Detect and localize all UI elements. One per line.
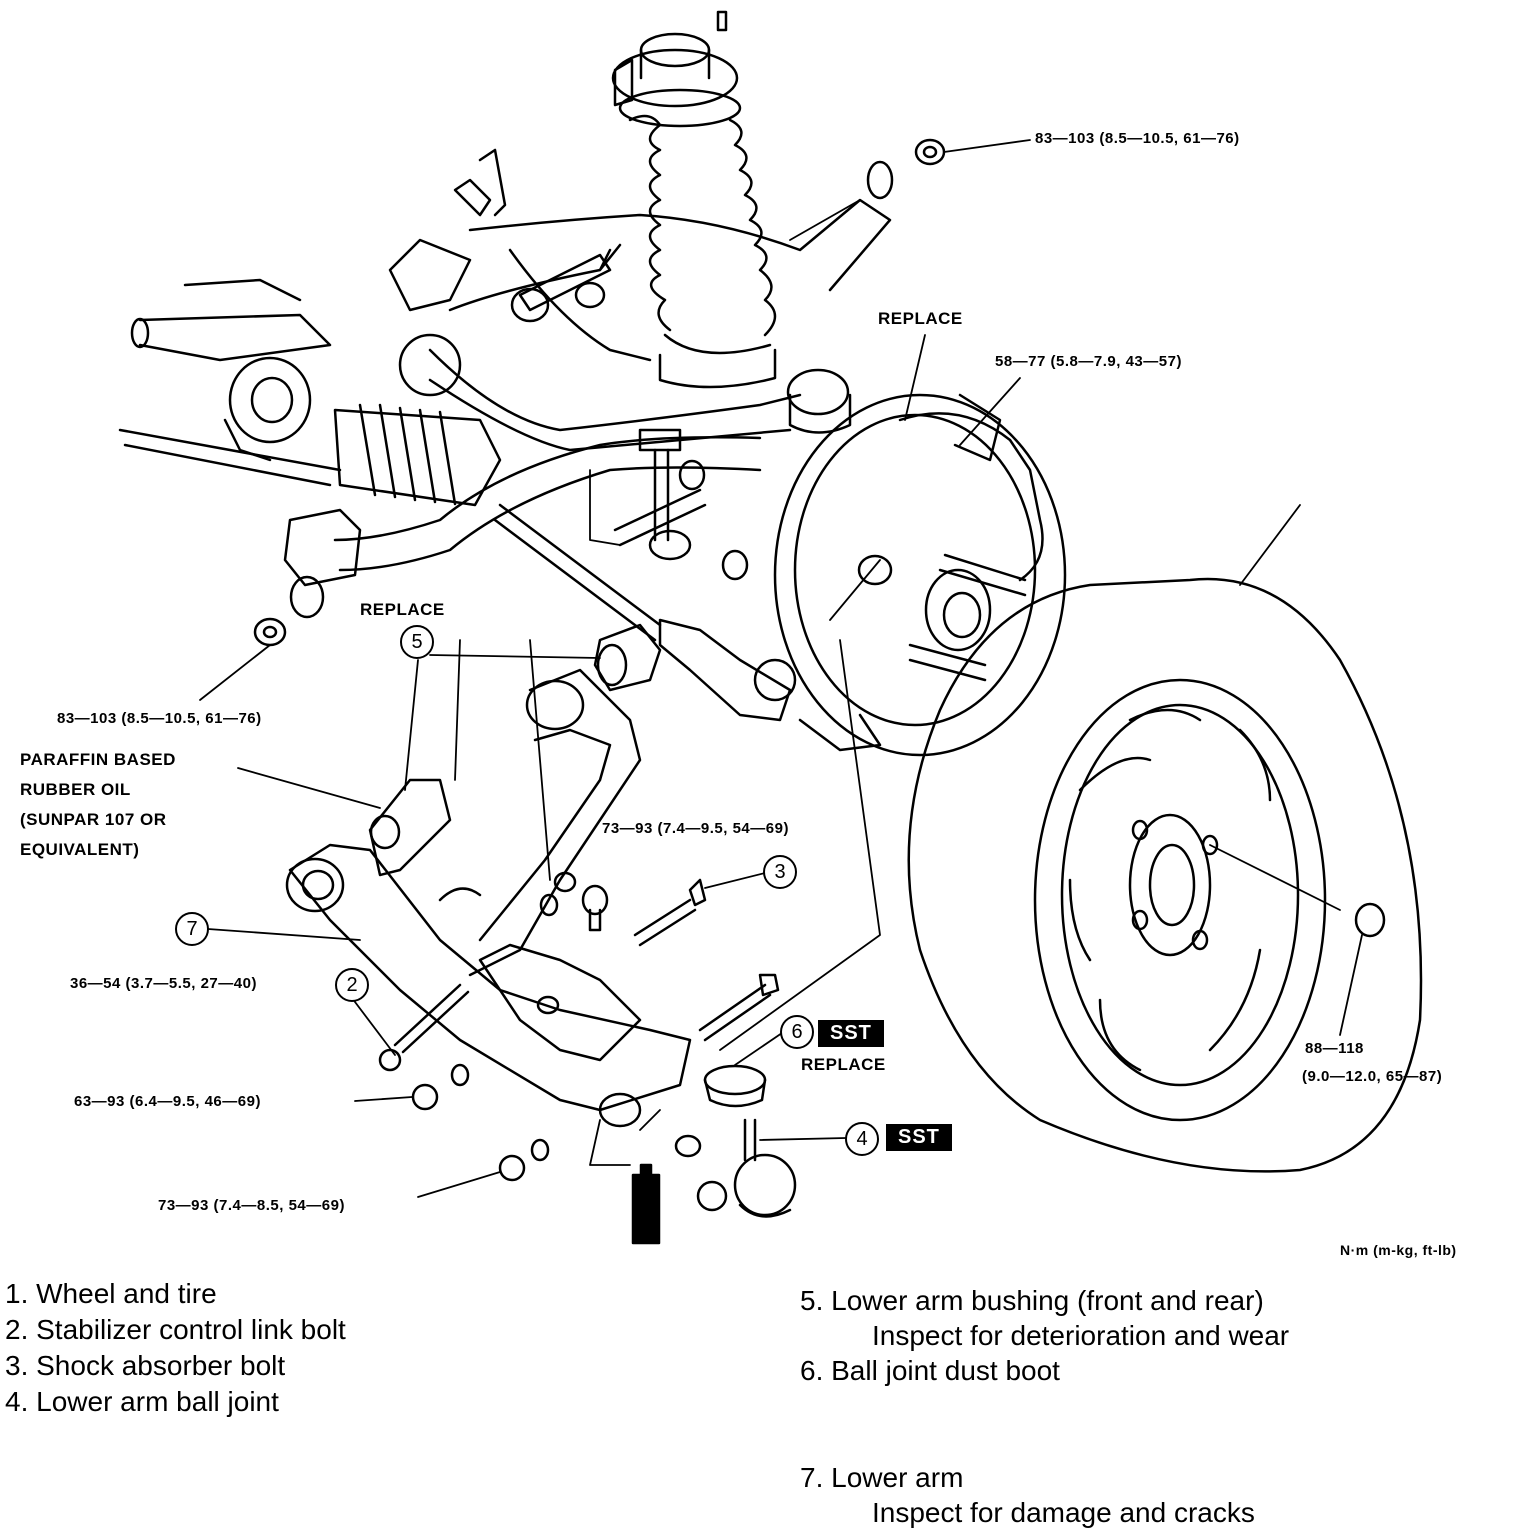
wheel-and-tire [907, 577, 1423, 1173]
legend-item-7-note: Inspect for damage and cracks [872, 1497, 1255, 1528]
upper-arm [398, 198, 892, 452]
callout-2: 2 [335, 968, 369, 1002]
knuckle-hub [773, 393, 1067, 757]
bushings [593, 623, 662, 692]
paraffin-label-line1: PARAFFIN BASED [20, 750, 176, 769]
legend-item-5-note: Inspect for deterioration and wear [872, 1320, 1290, 1351]
callout-5: 5 [400, 625, 434, 659]
steering-rack [118, 148, 507, 507]
callout-6: 6 [780, 1015, 814, 1049]
sst-badge-6: SST [818, 1020, 884, 1047]
paraffin-label-line4: EQUIVALENT) [20, 840, 140, 859]
stabilizer-bar [283, 436, 762, 619]
callout-4: 4 [845, 1122, 879, 1156]
torque-bottom-label: 73—93 (7.4—8.5, 54—69) [158, 1197, 345, 1214]
grease-tube [631, 1163, 661, 1245]
leader-lines [199, 139, 1363, 1198]
torque-stabilizer-nut-label: 83—103 (8.5—10.5, 61—76) [57, 710, 262, 727]
ball-joint [674, 1064, 797, 1218]
legend-item-6: 6. Ball joint dust boot [800, 1355, 1060, 1386]
stabilizer-link [613, 428, 707, 561]
callout-7: 7 [175, 912, 209, 946]
torque-link-bolt-label: 36—54 (3.7—5.5, 27—40) [70, 975, 257, 992]
torque-wheel-label-line1: 88—118 [1305, 1040, 1364, 1057]
paraffin-label-line3: (SUNPAR 107 OR [20, 810, 167, 829]
callout-3: 3 [763, 855, 797, 889]
replace-bushing-label: REPLACE [360, 600, 445, 619]
torque-arm-nut-label: 63—93 (6.4—9.5, 46—69) [74, 1093, 261, 1110]
legend-item-2: 2. Stabilizer control link bolt [5, 1314, 346, 1345]
legend-item-4: 4. Lower arm ball joint [5, 1386, 279, 1417]
units-label: N·m (m-kg, ft-lb) [1340, 1242, 1457, 1258]
replace-boot-label: REPLACE [801, 1055, 886, 1074]
legend-item-1: 1. Wheel and tire [5, 1278, 217, 1309]
torque-wheel-label-line2: (9.0—12.0, 65—87) [1302, 1068, 1443, 1085]
tie-rod [493, 503, 797, 722]
paraffin-label-line2: RUBBER OIL [20, 780, 131, 799]
legend-item-5: 5. Lower arm bushing (front and rear) [800, 1285, 1264, 1316]
legend-item-7: 7. Lower arm [800, 1462, 964, 1493]
torque-strut-top-label: 83—103 (8.5—10.5, 61—76) [1035, 130, 1240, 147]
sst-badge-4: SST [886, 1124, 952, 1151]
lower-arm [285, 668, 692, 1128]
torque-caliper-label: 58—77 (5.8—7.9, 43—57) [995, 353, 1182, 370]
legend-item-3: 3. Shock absorber bolt [5, 1350, 286, 1381]
torque-shock-label: 73—93 (7.4—9.5, 54—69) [602, 820, 789, 837]
strut-assembly [611, 10, 852, 434]
fasteners [253, 138, 1386, 1182]
replace-upper-label: REPLACE [878, 309, 963, 328]
